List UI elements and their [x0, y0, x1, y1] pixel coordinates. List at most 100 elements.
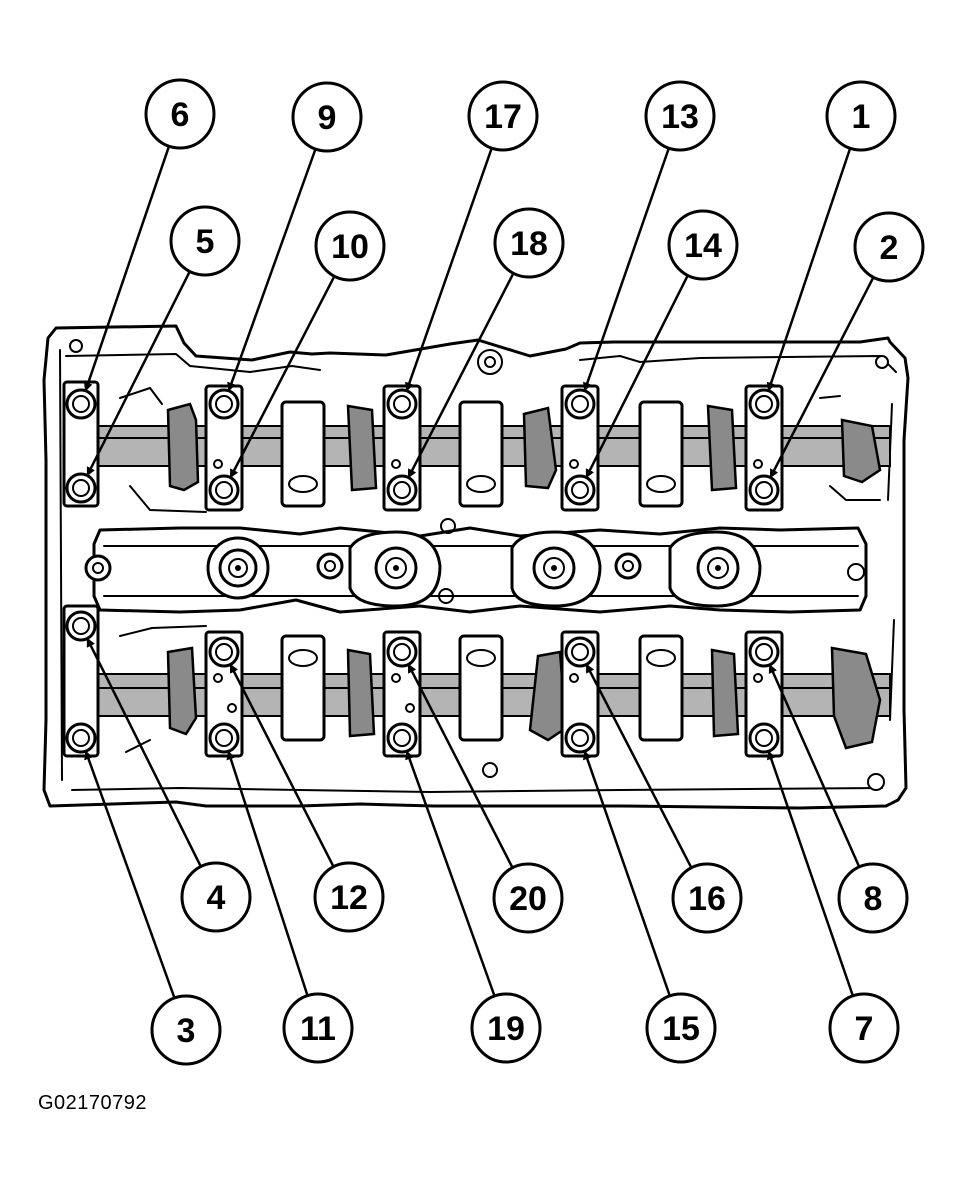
callout-number: 17: [484, 98, 522, 136]
callout-16: 16: [585, 663, 743, 934]
callout-circle: [667, 209, 739, 281]
callout-20: 20: [407, 663, 564, 934]
cylinder-head-illustration: [42, 324, 910, 810]
callout-circle: [493, 207, 565, 279]
bearing-cap-bolts: [65, 388, 780, 754]
bolt: [386, 722, 418, 754]
leader-arrow: [407, 272, 515, 479]
callout-9: 9: [227, 81, 363, 392]
spark-plug-well: [206, 536, 270, 600]
callout-number: 5: [196, 223, 215, 261]
leader-arrow: [83, 145, 171, 392]
figure-id: G02170792: [38, 1092, 148, 1114]
callout-number: 3: [177, 1012, 196, 1050]
callout-circle: [828, 992, 900, 1064]
callout-number: 6: [171, 96, 190, 134]
callout-1: 1: [766, 80, 897, 392]
callout-circle: [169, 205, 241, 277]
callout-circle: [467, 80, 539, 152]
bolt: [748, 474, 780, 506]
callout-15: 15: [583, 750, 717, 1064]
callout-number: 20: [509, 880, 547, 918]
callout-circle: [180, 861, 252, 933]
bolt: [65, 472, 97, 504]
callout-circle: [470, 992, 542, 1064]
callout-17: 17: [405, 80, 539, 392]
callout-19: 19: [405, 750, 542, 1064]
leader-arrow: [407, 663, 514, 869]
callout-14: 14: [585, 209, 739, 479]
leader-arrow: [229, 663, 335, 868]
callout-number: 7: [855, 1010, 874, 1048]
callout-circle: [837, 862, 909, 934]
callout-number: 9: [318, 99, 337, 137]
leader-arrow: [766, 147, 852, 392]
bolt: [65, 610, 97, 642]
leader-arrow: [405, 147, 493, 392]
callout-6: 6: [83, 78, 216, 392]
callout-number: 4: [207, 879, 226, 917]
bolt: [748, 722, 780, 754]
spark-plug-well: [348, 530, 442, 608]
leader-arrow: [766, 750, 855, 997]
callout-number: 13: [661, 98, 699, 136]
callout-number: 12: [330, 879, 368, 917]
leader-arrow: [226, 750, 309, 997]
leader-arrow: [582, 147, 671, 392]
callout-number: 10: [331, 228, 369, 266]
callout-number: 14: [684, 227, 722, 265]
bolt: [208, 474, 240, 506]
callout-circle: [645, 992, 717, 1064]
callout-11: 11: [226, 750, 354, 1064]
bolt: [386, 474, 418, 506]
leader-arrow: [86, 637, 202, 868]
callout-7: 7: [766, 750, 900, 1064]
leader-arrow: [84, 750, 176, 999]
bolt: [208, 636, 240, 668]
callout-2: 2: [769, 211, 925, 479]
leader-arrow: [585, 663, 693, 869]
leader-arrow: [583, 750, 671, 997]
leader-arrow: [405, 750, 496, 997]
leader-arrow: [769, 276, 875, 479]
bolt: [386, 388, 418, 420]
callout-circle: [644, 80, 716, 152]
callout-4: 4: [86, 637, 252, 933]
bolt: [386, 636, 418, 668]
callout-8: 8: [768, 663, 909, 934]
callout-circle: [144, 78, 216, 150]
callout-10: 10: [229, 210, 386, 479]
leader-arrow: [768, 663, 861, 868]
bolt: [208, 388, 240, 420]
callout-circle: [313, 861, 385, 933]
callout-12: 12: [229, 663, 385, 933]
bolt: [748, 636, 780, 668]
callout-circle: [492, 862, 564, 934]
bolt: [564, 388, 596, 420]
spark-plug-well: [668, 530, 762, 608]
bolt: [208, 722, 240, 754]
callout-number: 19: [487, 1010, 525, 1048]
spark-plug-well: [510, 530, 602, 608]
callout-circle: [853, 211, 925, 283]
leader-arrow: [229, 275, 336, 479]
leader-arrow: [86, 270, 191, 477]
callout-circle: [150, 994, 222, 1066]
callout-5: 5: [86, 205, 241, 477]
callout-number: 15: [662, 1010, 700, 1048]
callout-circle: [671, 862, 743, 934]
callout-circle: [314, 210, 386, 282]
bolt: [564, 474, 596, 506]
callout-13: 13: [582, 80, 716, 392]
callout-3: 3: [84, 750, 222, 1066]
callout-18: 18: [407, 207, 565, 479]
callout-circle: [291, 81, 363, 153]
bolt: [65, 388, 97, 420]
callout-number: 11: [300, 1010, 336, 1048]
leader-arrow: [585, 274, 689, 479]
leader-arrow: [227, 148, 317, 392]
bolt: [564, 722, 596, 754]
bolt: [748, 388, 780, 420]
